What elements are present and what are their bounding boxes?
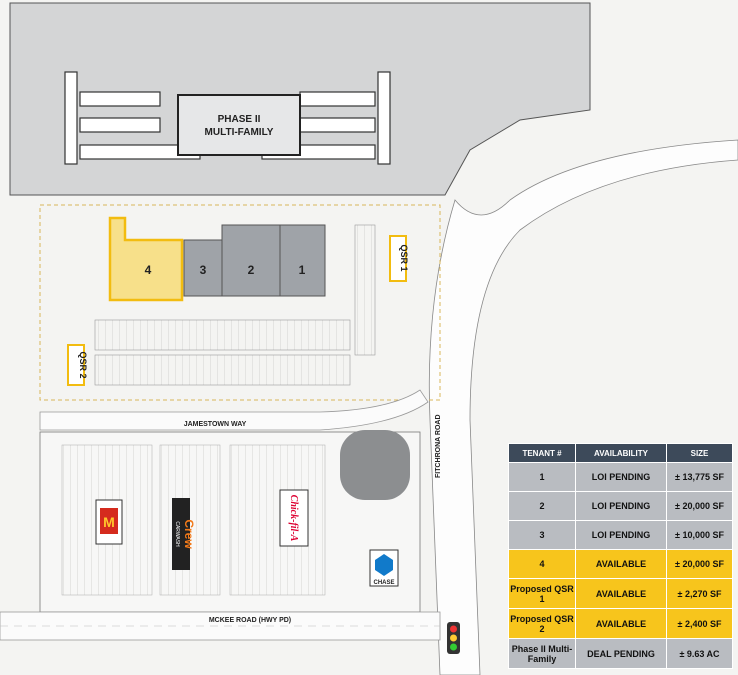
table-row: 1 LOI PENDING ± 13,775 SF [508, 462, 733, 492]
qsr-1-pad[interactable] [389, 235, 407, 282]
mcdonalds-logo-text: M [103, 514, 115, 530]
crew-logo-text: Crew [182, 519, 196, 549]
site-boundary [39, 204, 441, 401]
row-size: ± 9.63 AC [666, 638, 733, 669]
jamestown-way [39, 389, 429, 431]
row-tenant: Phase II Multi-Family [508, 638, 576, 669]
row-tenant: 3 [508, 520, 576, 550]
table-row: Proposed QSR 2 AVAILABLE ± 2,400 SF [508, 608, 733, 639]
row-availability: AVAILABLE [575, 549, 667, 579]
table-header: TENANT # AVAILABILITY SIZE [508, 443, 733, 463]
row-availability: AVAILABLE [575, 578, 667, 609]
row-availability: LOI PENDING [575, 462, 667, 492]
row-size: ± 20,000 SF [666, 491, 733, 521]
table-row: 4 AVAILABLE ± 20,000 SF [508, 549, 733, 579]
table-row: Phase II Multi-Family DEAL PENDING ± 9.6… [508, 638, 733, 669]
row-tenant: 2 [508, 491, 576, 521]
qsr-2-pad[interactable] [67, 344, 85, 386]
parking-north [94, 319, 351, 351]
mckee-road-label: MCKEE ROAD (HWY PD) [209, 617, 291, 624]
row-size: ± 20,000 SF [666, 549, 733, 579]
fitchrona-road [428, 139, 738, 675]
table-row: Proposed QSR 1 AVAILABLE ± 2,270 SF [508, 578, 733, 609]
chickfila-building [279, 489, 309, 547]
table-row: 2 LOI PENDING ± 20,000 SF [508, 491, 733, 521]
fitchrona-road-label: FITCHRONA ROAD [435, 414, 442, 478]
row-size: ± 13,775 SF [666, 462, 733, 492]
row-availability: DEAL PENDING [575, 638, 667, 669]
row-tenant: 1 [508, 462, 576, 492]
tenant-2-label: 2 [248, 263, 255, 277]
table-row: 3 LOI PENDING ± 10,000 SF [508, 520, 733, 550]
tenant-1-label: 1 [299, 263, 306, 277]
phase2-label-1: PHASE II [218, 114, 261, 125]
chase-logo-text: CHASE [373, 580, 394, 586]
tenant-3-building[interactable] [183, 239, 223, 297]
row-size: ± 2,400 SF [666, 608, 733, 639]
crew-logo-sub: CARWASH [174, 521, 180, 547]
row-tenant: Proposed QSR 1 [508, 578, 576, 609]
chase-logo [375, 554, 393, 576]
traffic-light-icon [447, 622, 460, 654]
row-size: ± 2,270 SF [666, 578, 733, 609]
row-availability: LOI PENDING [575, 491, 667, 521]
row-availability: AVAILABLE [575, 608, 667, 639]
chickfila-lot [229, 444, 326, 596]
row-tenant: 4 [508, 549, 576, 579]
parking-east [354, 224, 376, 356]
parking-south [94, 354, 351, 386]
tenant-2-building[interactable] [221, 224, 281, 297]
availability-table: TENANT # AVAILABILITY SIZE 1 LOI PENDING… [508, 443, 733, 669]
row-size: ± 10,000 SF [666, 520, 733, 550]
phase2-label-2: MULTI-FAMILY [205, 127, 274, 138]
header-tenant: TENANT # [508, 443, 576, 463]
tenant-3-label: 3 [200, 263, 207, 277]
jamestown-way-label: JAMESTOWN WAY [184, 421, 247, 428]
chickfila-logo-text: Chick-fil-A [288, 495, 299, 542]
crew-building [172, 498, 190, 570]
mcdonalds-logo [100, 508, 118, 534]
tenant-4-label: 4 [145, 263, 152, 277]
tenant-1-building[interactable] [279, 224, 326, 297]
tenant-4-building[interactable] [108, 216, 184, 302]
header-size: SIZE [666, 443, 733, 463]
row-tenant: Proposed QSR 2 [508, 608, 576, 639]
pond [340, 430, 410, 500]
header-availability: AVAILABILITY [575, 443, 667, 463]
row-availability: LOI PENDING [575, 520, 667, 550]
phase2-building[interactable] [177, 94, 301, 156]
qsr-2-label: QSR 2 [78, 351, 88, 378]
qsr-1-label: QSR 1 [399, 244, 409, 271]
